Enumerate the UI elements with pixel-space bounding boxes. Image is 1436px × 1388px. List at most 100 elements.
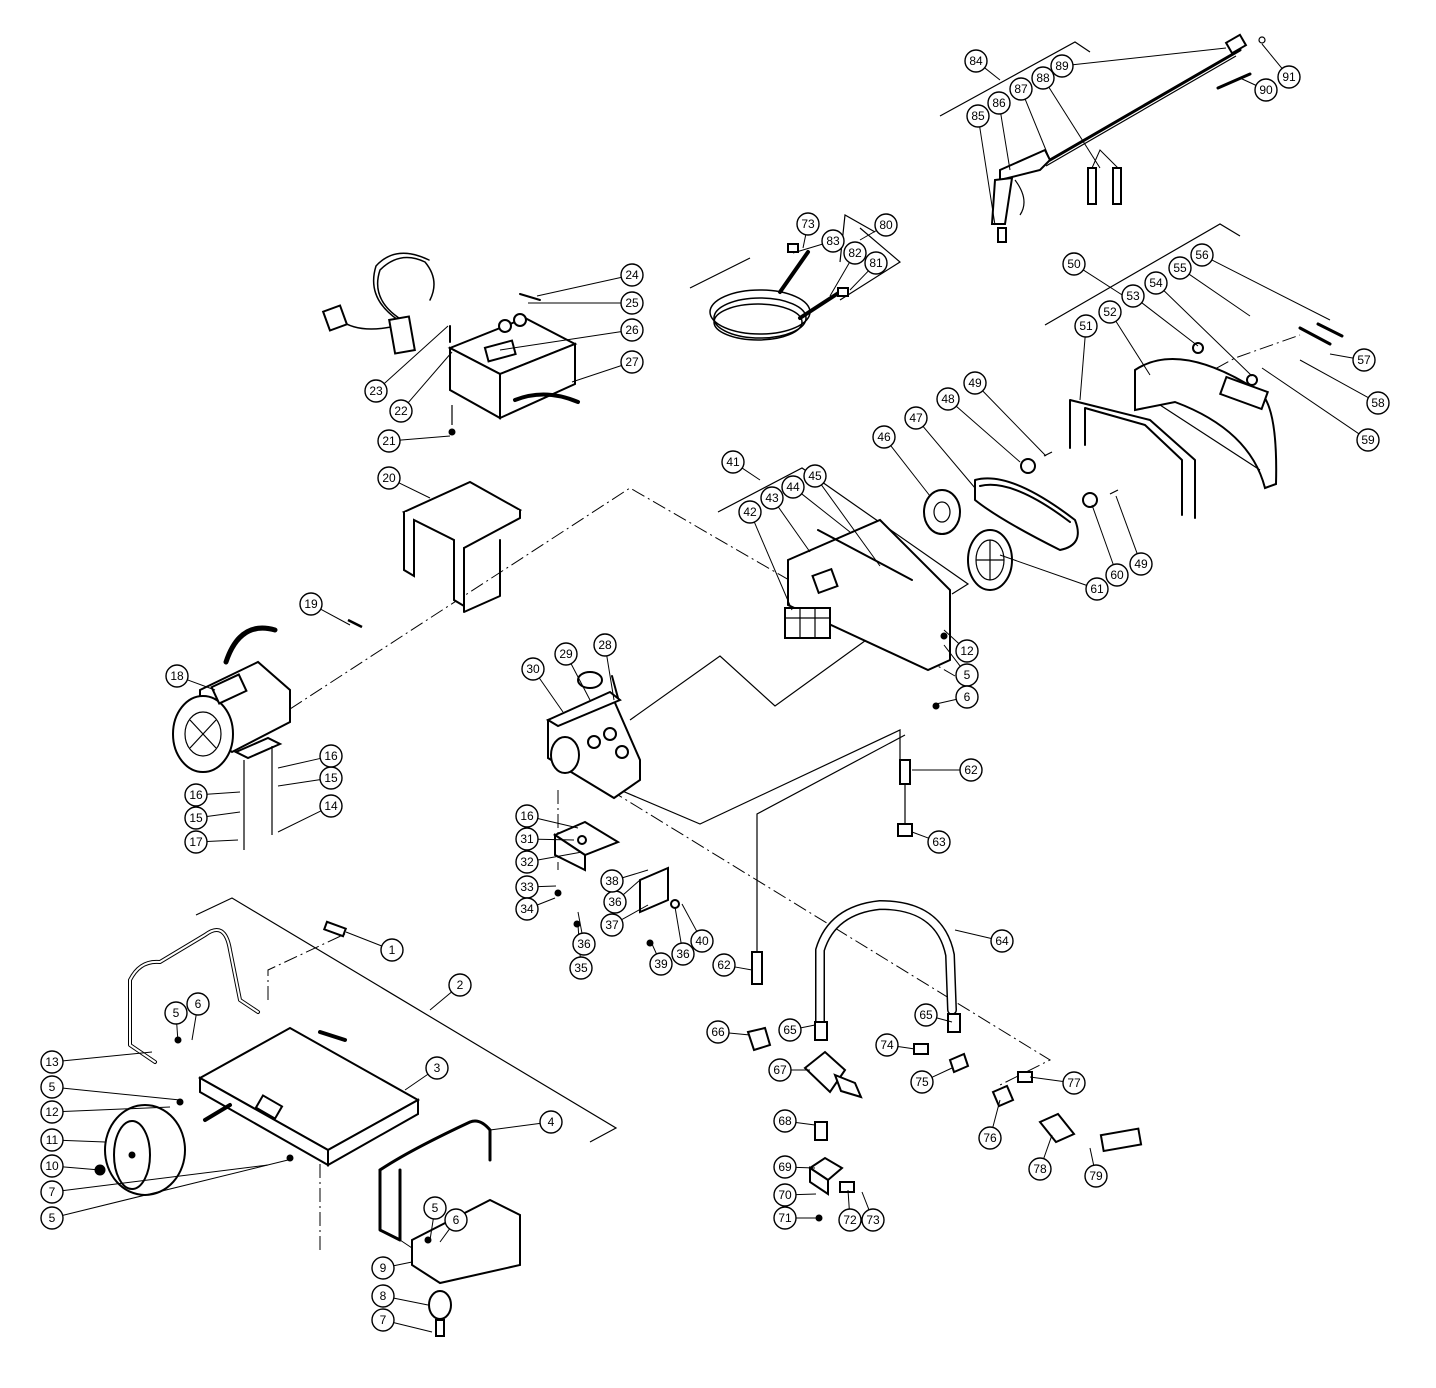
callout-20: 20 — [377, 466, 401, 490]
callout-76: 76 — [978, 1126, 1002, 1150]
leader-line-48 — [955, 405, 1021, 463]
callout-80: 80 — [874, 213, 898, 237]
callout-89: 89 — [1050, 54, 1074, 78]
callout-number: 18 — [170, 669, 184, 683]
callout-5: 5 — [955, 663, 979, 687]
leader-line-5 — [429, 1218, 434, 1241]
leader-line-49 — [1115, 495, 1138, 554]
callout-circle — [620, 263, 644, 287]
callout-number: 66 — [711, 1025, 725, 1039]
callout-circle — [40, 1050, 64, 1074]
callout-67: 67 — [768, 1058, 792, 1082]
callout-number: 65 — [919, 1008, 933, 1022]
leader-line-43 — [777, 506, 811, 553]
callout-number: 7 — [49, 1185, 56, 1199]
callout-circle — [843, 241, 867, 265]
leader-line-86 — [1000, 113, 1011, 171]
callout-circle — [380, 938, 404, 962]
leader-line-52 — [1115, 321, 1151, 376]
callout-number: 57 — [1357, 353, 1371, 367]
leader-line-53 — [1141, 302, 1199, 347]
callout-circle — [773, 1206, 797, 1230]
callout-number: 82 — [848, 246, 862, 260]
callout-number: 36 — [676, 947, 690, 961]
callout-70: 70 — [773, 1183, 797, 1207]
leader-line-38 — [622, 869, 649, 879]
callout-circle — [444, 1208, 468, 1232]
callout-number: 40 — [695, 934, 709, 948]
callout-2: 2 — [448, 973, 472, 997]
callout-circle — [955, 685, 979, 709]
callout-40: 40 — [690, 929, 714, 953]
callout-circle — [1050, 54, 1074, 78]
callout-36: 36 — [671, 942, 695, 966]
callout-9: 9 — [371, 1256, 395, 1280]
callout-18: 18 — [165, 664, 189, 688]
leader-line-66 — [728, 1032, 751, 1036]
callout-number: 71 — [778, 1211, 792, 1225]
callout-29: 29 — [554, 642, 578, 666]
callout-number: 15 — [189, 811, 203, 825]
leader-line-40 — [681, 903, 698, 932]
callout-circle — [569, 956, 593, 980]
leader-line-12 — [943, 629, 960, 644]
leader-line-27 — [571, 365, 622, 383]
callout-circle — [1098, 300, 1122, 324]
callout-circle — [184, 783, 208, 807]
callout-circle — [904, 406, 928, 430]
callout-23: 23 — [364, 379, 388, 403]
callout-circle — [521, 657, 545, 681]
callout-71: 71 — [773, 1206, 797, 1230]
callout-12: 12 — [955, 639, 979, 663]
leader-line-4 — [489, 1122, 541, 1131]
callout-15: 15 — [319, 766, 343, 790]
callout-63: 63 — [927, 830, 951, 854]
callout-circle — [821, 229, 845, 253]
callout-35: 35 — [569, 956, 593, 980]
callout-number: 16 — [189, 788, 203, 802]
callout-circle — [620, 291, 644, 315]
callout-16: 16 — [515, 804, 539, 828]
callout-78: 78 — [1028, 1157, 1052, 1181]
hose-routing-lines — [619, 629, 906, 954]
callout-17: 17 — [184, 830, 208, 854]
callout-circle — [1254, 78, 1278, 102]
hose-and-fittings — [746, 759, 1143, 1222]
callout-8: 8 — [371, 1284, 395, 1308]
leader-line-44 — [801, 493, 851, 533]
callout-circle — [593, 633, 617, 657]
callout-50: 50 — [1062, 252, 1086, 276]
callout-circle — [773, 1109, 797, 1133]
leader-line-29 — [570, 663, 591, 701]
callout-number: 3 — [434, 1061, 441, 1075]
leader-line-33 — [537, 885, 557, 888]
callout-circle — [184, 830, 208, 854]
leader-line-8 — [393, 1297, 429, 1306]
leader-line-11 — [62, 1139, 106, 1143]
callout-87: 87 — [1009, 77, 1033, 101]
callout-number: 39 — [654, 957, 668, 971]
callout-number: 83 — [826, 234, 840, 248]
callout-number: 62 — [717, 958, 731, 972]
leader-line-54 — [1163, 290, 1253, 377]
callout-number: 56 — [1195, 248, 1209, 262]
callout-circle — [164, 1001, 188, 1025]
callout-36: 36 — [603, 890, 627, 914]
callout-number: 69 — [778, 1160, 792, 1174]
callout-number: 6 — [453, 1213, 460, 1227]
callout-number: 49 — [1134, 557, 1148, 571]
leader-line-6 — [935, 698, 957, 705]
callout-5: 5 — [423, 1196, 447, 1220]
callout-circle — [40, 1154, 64, 1178]
callout-number: 19 — [304, 597, 318, 611]
callout-59: 59 — [1356, 428, 1380, 452]
callout-5: 5 — [40, 1206, 64, 1230]
callout-circle — [620, 350, 644, 374]
leader-line-70 — [795, 1193, 817, 1196]
callout-number: 36 — [608, 895, 622, 909]
callout-51: 51 — [1074, 314, 1098, 338]
callout-19: 19 — [299, 592, 323, 616]
callout-55: 55 — [1168, 256, 1192, 280]
callout-37: 37 — [600, 913, 624, 937]
callout-79: 79 — [1084, 1164, 1108, 1188]
